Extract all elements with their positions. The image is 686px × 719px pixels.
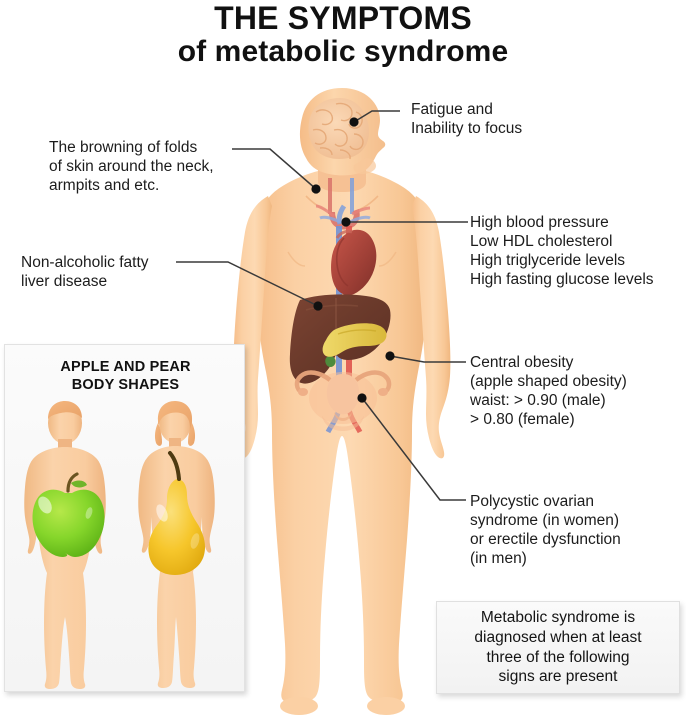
- apple-pear-panel-title: APPLE AND PEAR BODY SHAPES: [60, 359, 191, 393]
- reproductive-organs: [294, 370, 392, 431]
- green-apple-icon: [32, 472, 105, 557]
- heart-organ: [331, 229, 377, 296]
- apple-pear-panel: APPLE AND PEAR BODY SHAPES: [4, 344, 245, 692]
- diagnosis-caption-text: Metabolic syndrome is diagnosed when at …: [474, 608, 642, 686]
- female-pear-figure: [138, 401, 215, 688]
- annotation-blood-markers: High blood pressure Low HDL cholesterol …: [470, 214, 654, 289]
- brain-organ: [308, 98, 369, 160]
- annotation-pcos: Polycystic ovarian syndrome (in women) o…: [470, 493, 621, 568]
- title-line-1: THE SYMPTOMS: [214, 0, 472, 36]
- diagnosis-caption-box: Metabolic syndrome is diagnosed when at …: [436, 601, 680, 694]
- annotation-fatigue: Fatigue and Inability to focus: [411, 101, 523, 138]
- body-shapes-illustration: [24, 401, 215, 689]
- pancreas-organ: [322, 323, 387, 357]
- annotation-fatty-liver: Non-alcoholic fatty liver disease: [21, 254, 149, 291]
- page-title: THE SYMPTOMS of metabolic syndrome: [0, 0, 686, 68]
- annotation-skin-browning: The browning of folds of skin around the…: [49, 139, 214, 195]
- yellow-pear-icon: [148, 451, 206, 575]
- annotation-central-obesity: Central obesity (apple shaped obesity) w…: [470, 354, 627, 429]
- male-apple-figure: [24, 401, 106, 689]
- title-line-2: of metabolic syndrome: [177, 34, 509, 68]
